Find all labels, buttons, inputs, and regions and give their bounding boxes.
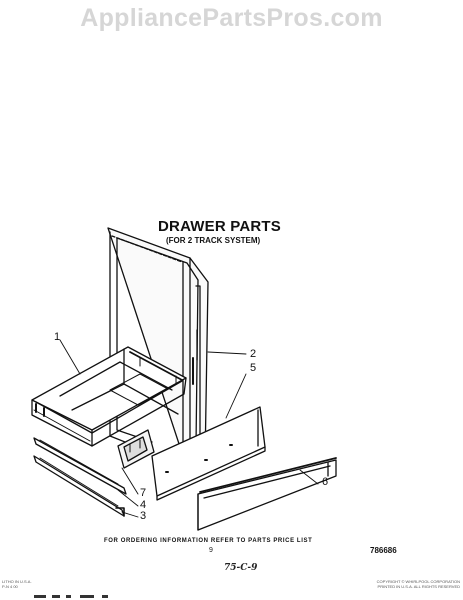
page-number: 9 — [209, 547, 213, 554]
watermark-text: AppliancePartsPros.com — [80, 4, 383, 32]
diagram-subtitle: (FOR 2 TRACK SYSTEM) — [166, 236, 261, 245]
ordering-note: FOR ORDERING INFORMATION REFER TO PARTS … — [104, 538, 313, 544]
callout-5: 5 — [250, 362, 257, 374]
footer-left-line: LITHO IN U.S.A. — [2, 579, 32, 584]
footer-left: LITHO IN U.S.A. P-N 4 00 — [2, 579, 32, 589]
document-number: 786686 — [370, 546, 397, 555]
footer-right-line: COPYRIGHT © WHIRLPOOL CORPORATION — [376, 579, 460, 584]
handwritten-code: 75-C-9 — [224, 563, 258, 573]
callout-2: 2 — [250, 348, 257, 360]
footer-right-line: PRINTED IN U.S.A. ALL RIGHTS RESERVED — [377, 584, 460, 589]
footer-left-line: P-N 4 00 — [2, 584, 18, 589]
scan-edge-strip — [34, 595, 108, 598]
callout-7: 7 — [140, 487, 147, 499]
callout-3: 3 — [140, 510, 147, 522]
callout-6: 6 — [322, 476, 329, 488]
part-5-panel — [151, 406, 266, 501]
part-3-track — [33, 455, 125, 517]
diagram-title: DRAWER PARTS — [158, 218, 281, 235]
footer-right: COPYRIGHT © WHIRLPOOL CORPORATION PRINTE… — [355, 579, 460, 589]
part-4-slide-rail — [33, 437, 127, 495]
part-6-front-panel — [197, 457, 337, 531]
callout-4: 4 — [140, 499, 147, 511]
callout-leaders — [59, 339, 319, 518]
callout-1: 1 — [54, 331, 61, 343]
part-7-bracket — [117, 429, 155, 469]
part-1-drawer-bin — [31, 346, 187, 447]
